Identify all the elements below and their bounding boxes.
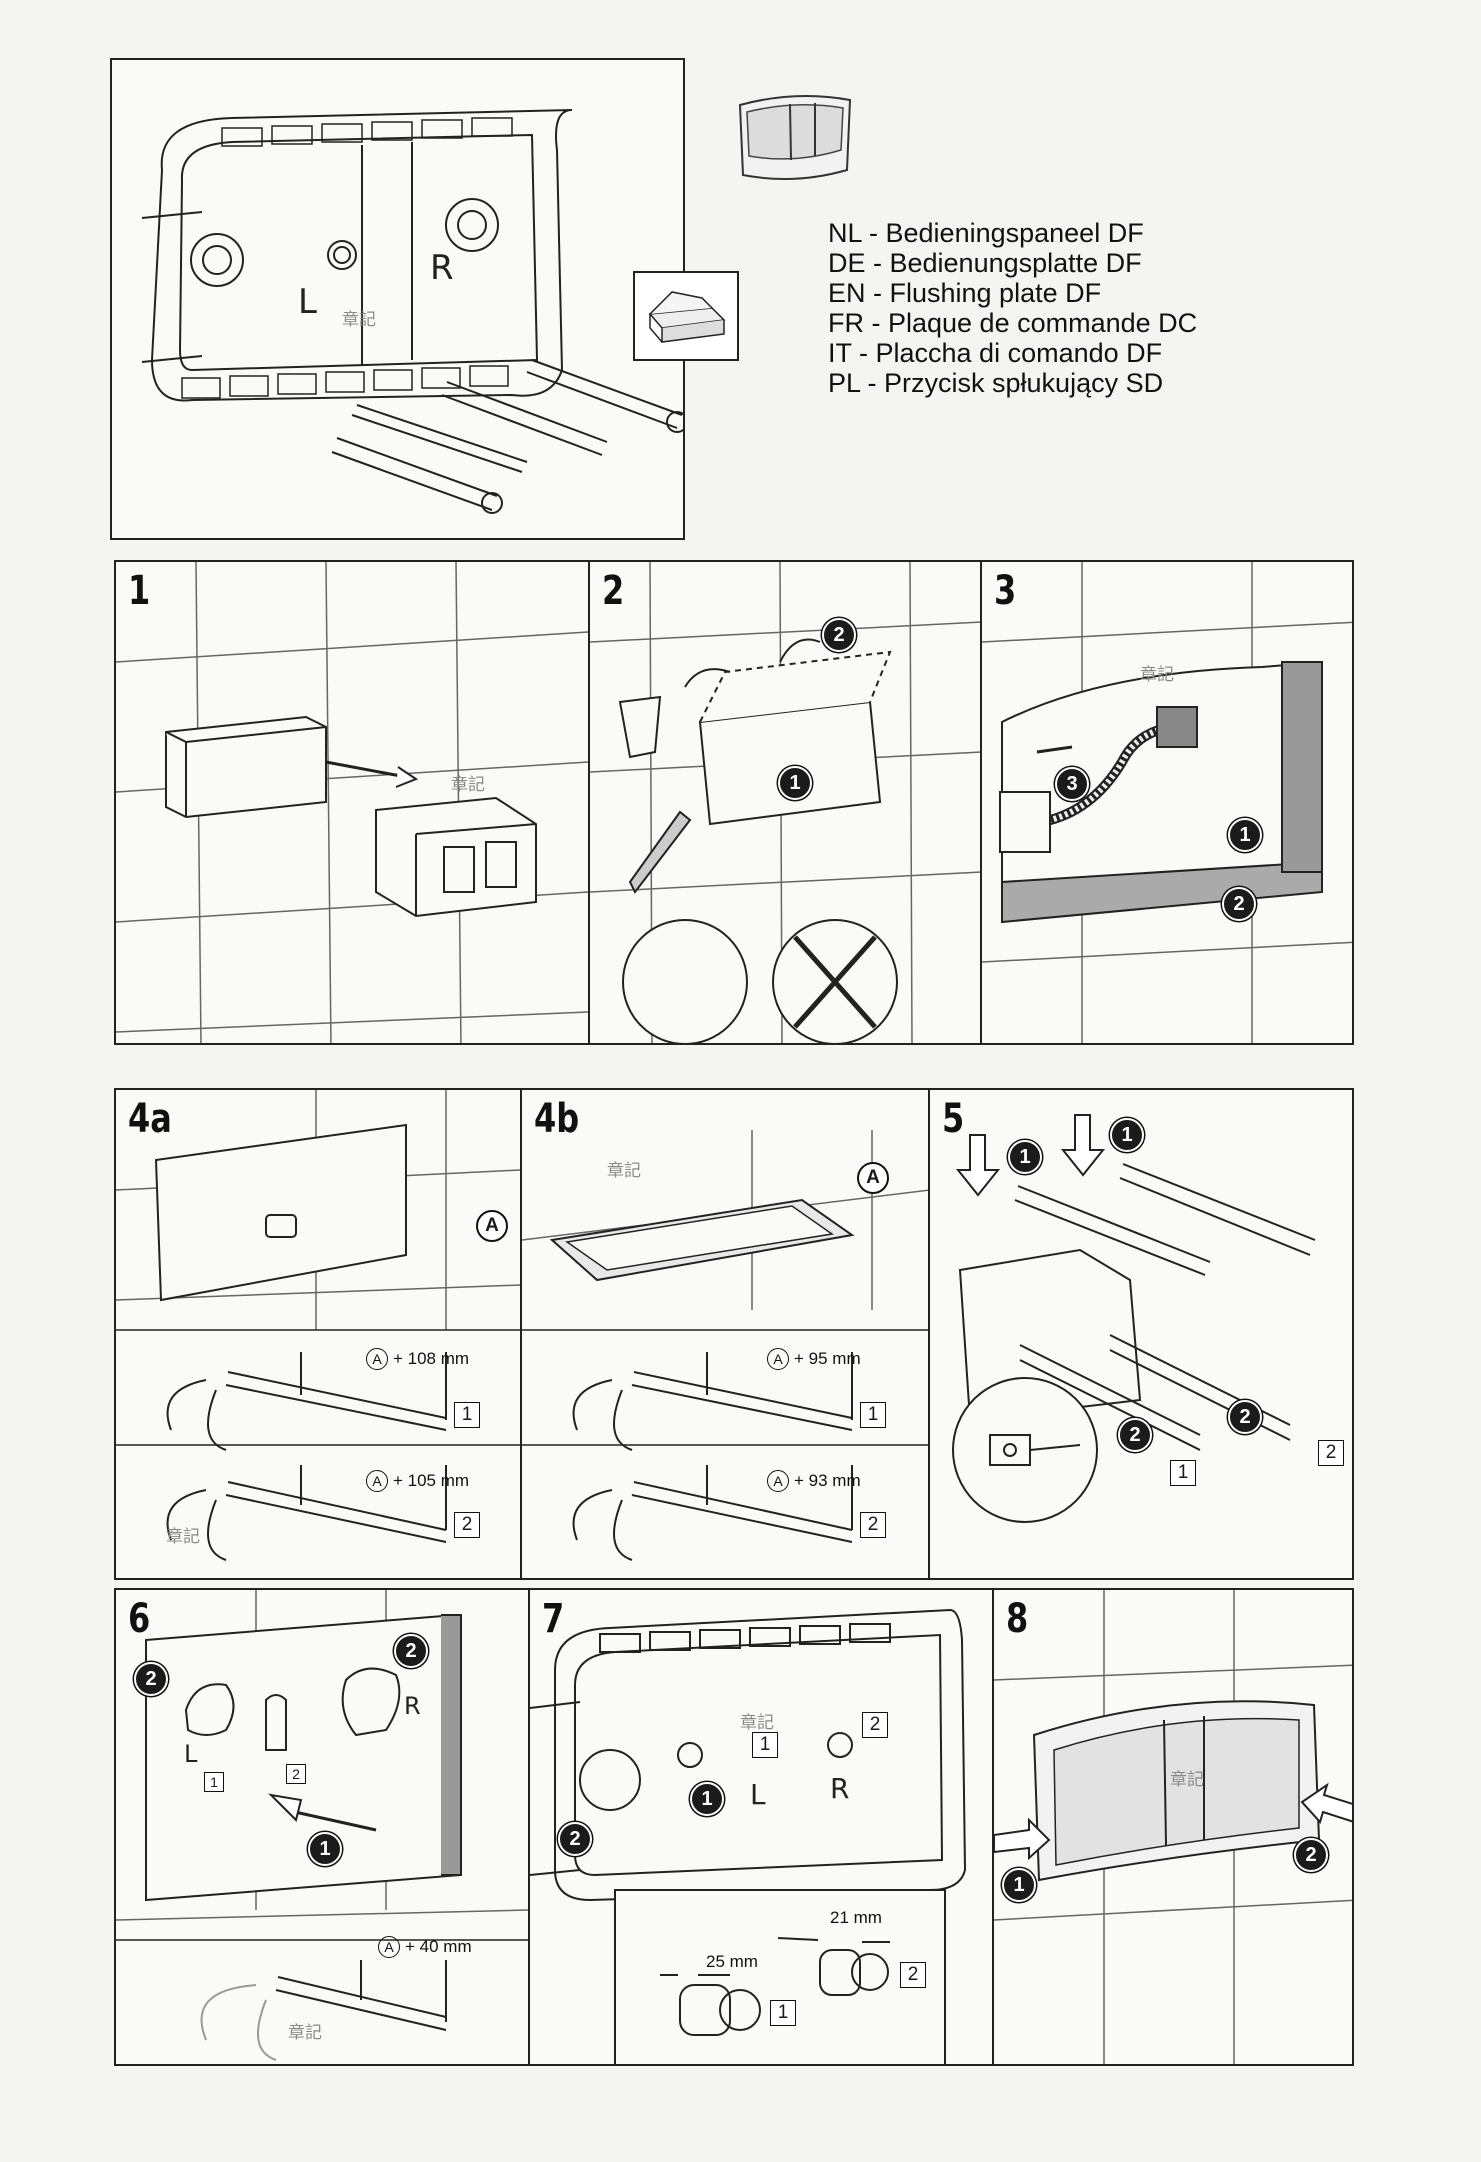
marker-2: 2 [822,618,856,652]
step-4b-number: 4b [534,1096,580,1142]
measure-4a-2: A+ 105 mm [366,1470,469,1492]
watermark: 章記 [740,1713,774,1732]
length-marker-2: 2 [862,1712,888,1738]
package-box-icon [633,271,739,361]
measure-4a-1: A+ 108 mm [366,1348,469,1370]
step-3-number: 3 [994,568,1017,614]
watermark: 章記 [451,775,485,794]
step-1-cell: 1 章記 [116,562,588,1043]
step-6-number: 6 [128,1596,151,1642]
marker-2: 2 [1228,1400,1262,1434]
step-1-drawing [116,562,588,1043]
marker-3: 3 [1055,767,1089,801]
step-1-number: 1 [128,568,151,614]
step-4b-cell: 4b A 章記 A+ 95 mm 1 A+ 93 mm 2 [520,1090,930,1578]
step-5-drawing [952,1114,1316,1523]
marker-1: 1 [778,766,812,800]
marker-2: 2 [1222,887,1256,921]
marker-2: 2 [394,1634,428,1668]
bracket-left-letter: L [750,1778,766,1811]
steps-6-8-panel: 6 L R 2 2 1 1 2 A+ 40 mm 章記 [114,1588,1354,2066]
marker-1: 1 [1228,818,1262,852]
measure-7-1: 25 mm [706,1952,758,1971]
watermark: 章記 [1140,665,1174,684]
bracket-right-letter: R [404,1692,421,1720]
marker-2: 2 [1294,1838,1328,1872]
length-marker-1: 1 [860,1402,886,1428]
marker-2: 2 [1118,1418,1152,1452]
length-marker-2: 2 [860,1512,886,1538]
step-2-number: 2 [602,568,625,614]
length-marker-1: 1 [752,1732,778,1758]
plate-right-letter: R [430,248,454,288]
steps-4-5-panel: 4a A A+ 108 mm 1 A+ 105 mm 2 章記 [114,1088,1354,1580]
watermark: 章記 [342,310,376,329]
marker-1: 1 [1002,1868,1036,1902]
length-marker-2: 2 [454,1512,480,1538]
step-2-cell: 2 1 2 [588,562,982,1043]
dimension-a-marker: A [857,1162,889,1194]
bracket-right-letter: R [830,1772,850,1805]
overview-panel: L R 章記 [110,58,685,540]
step-5-number: 5 [942,1096,965,1142]
step-6-cell: 6 L R 2 2 1 1 2 A+ 40 mm 章記 [116,1590,528,2064]
length-marker-1: 1 [1170,1460,1196,1486]
bracket-left-letter: L [184,1740,198,1768]
product-name-list: NL - Bedieningspaneel DF DE - Bedienungs… [828,218,1197,398]
step-3-cell: 3 3 1 2 章記 [980,562,1352,1043]
label-en: EN - Flushing plate DF [828,278,1102,308]
measure-4b-1: A+ 95 mm [767,1348,861,1370]
measure-6: A+ 40 mm [378,1936,472,1958]
label-pl: PL - Przycisk spłukujący SD [828,368,1164,398]
step-7-number: 7 [542,1596,565,1642]
measure-7-2: 21 mm [830,1908,882,1927]
steps-1-3-panel: 1 章記 2 1 2 [114,560,1354,1045]
measure-4b-2: A+ 93 mm [767,1470,861,1492]
watermark: 章記 [288,2023,322,2042]
dimension-a-marker: A [476,1210,508,1242]
watermark: 章記 [1170,1770,1204,1789]
step-4a-number: 4a [128,1096,172,1142]
label-de: DE - Bedienungsplatte DF [828,248,1142,278]
step-8-number: 8 [1006,1596,1029,1642]
label-it: IT - Placcha di comando DF [828,338,1163,368]
length-marker-1: 1 [204,1772,224,1792]
step-8-drawing [994,1590,1352,2064]
step-4a-cell: 4a A A+ 108 mm 1 A+ 105 mm 2 章記 [116,1090,520,1578]
marker-2: 2 [134,1662,168,1696]
length-marker-2: 2 [900,1962,926,1988]
marker-2: 2 [558,1822,592,1856]
marker-1: 1 [1110,1118,1144,1152]
step-3-drawing [982,562,1352,1043]
length-marker-2: 2 [1318,1440,1344,1466]
step-7-drawing [530,1608,967,2064]
plate-left-letter: L [298,282,317,322]
length-marker-1: 1 [454,1402,480,1428]
step-5-cell: 5 1 1 2 2 1 2 [928,1090,1352,1578]
label-nl: NL - Bedieningspaneel DF [828,218,1144,248]
step-7-cell: 7 章記 1 2 L R 1 2 25 mm 21 mm 1 2 [528,1590,994,2064]
length-marker-2: 2 [286,1764,306,1784]
marker-1: 1 [1008,1140,1042,1174]
marker-1: 1 [308,1832,342,1866]
step-8-cell: 8 章記 1 2 [992,1590,1352,2064]
step-4b-drawing [522,1130,930,1561]
step-6-drawing [116,1590,528,2061]
step-2-drawing [590,562,982,1043]
watermark: 章記 [166,1527,200,1546]
step-4a-drawing [116,1090,520,1561]
flushing-plate-thumbnail [738,95,852,180]
marker-1: 1 [690,1782,724,1816]
label-fr: FR - Plaque de commande DC [828,308,1198,338]
frame-and-screws-drawing [141,109,683,514]
watermark: 章記 [607,1161,641,1180]
length-marker-1: 1 [770,2000,796,2026]
